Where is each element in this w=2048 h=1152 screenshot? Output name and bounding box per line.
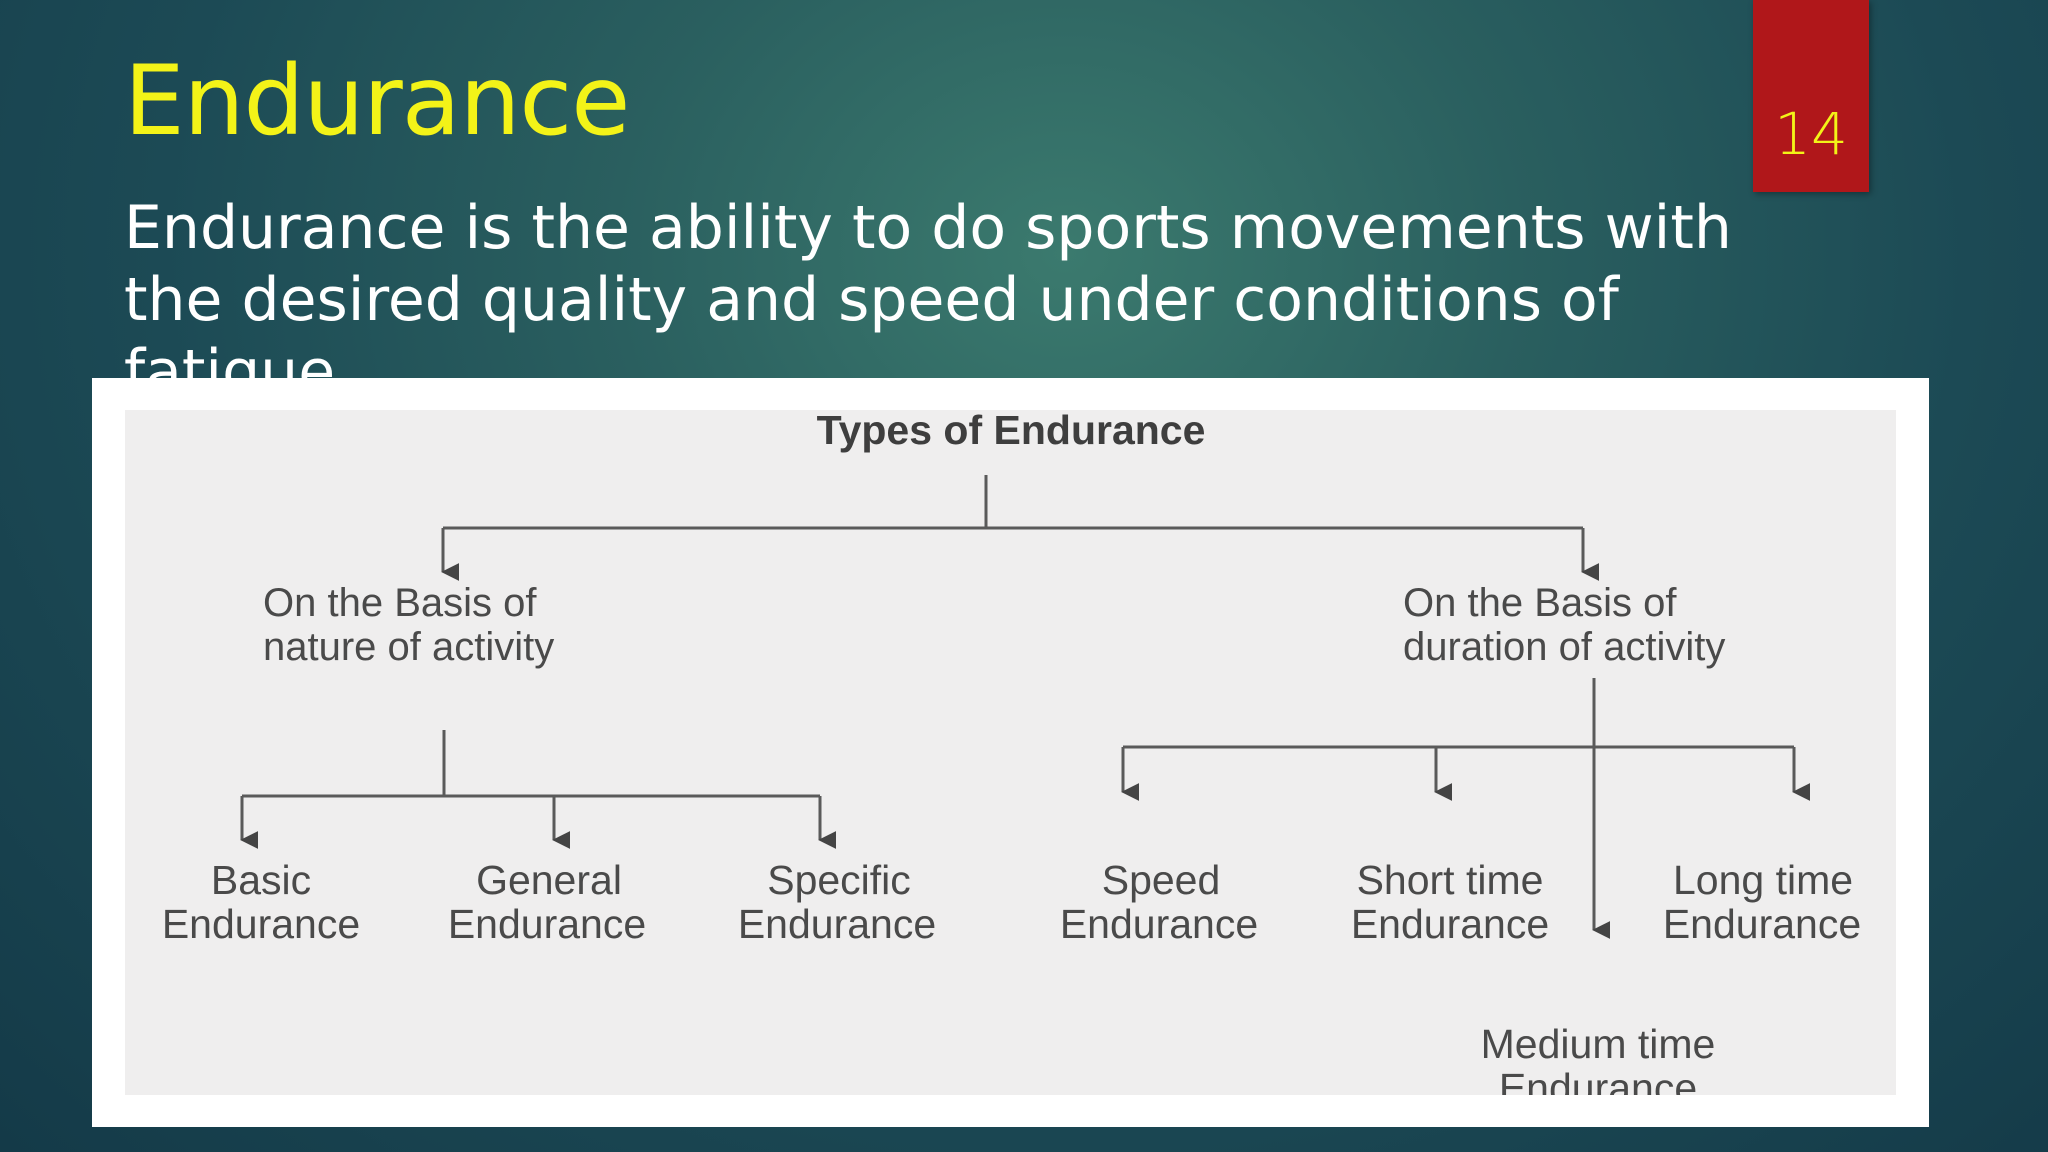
page-number: 14 <box>1774 100 1848 168</box>
page-number-badge: 14 <box>1753 0 1869 192</box>
branch-nature-line2: nature of activity <box>263 625 554 669</box>
leaf-speed-line1: Speed <box>1102 857 1221 903</box>
leaf-short-time-line1: Short time <box>1357 857 1544 903</box>
slide-description: Endurance is the ability to do sports mo… <box>124 193 1732 407</box>
leaf-long-time-line1: Long time <box>1673 857 1853 903</box>
slide-title: Endurance <box>124 45 630 157</box>
branch-duration-line1: On the Basis of <box>1403 581 1677 625</box>
branch-nature-line1: On the Basis of <box>263 581 537 625</box>
diagram-frame: Types of Endurance On the Basis of natur… <box>92 378 1929 1127</box>
connector-lines <box>240 475 1811 939</box>
leaf-speed-line2: Endurance <box>1060 901 1258 947</box>
leaf-general-line1: General <box>476 857 622 903</box>
leaf-long-time-line2: Endurance <box>1663 901 1861 947</box>
leaf-general-line2: Endurance <box>448 901 646 947</box>
leaf-basic-line2: Endurance <box>162 901 360 947</box>
endurance-tree-diagram: Types of Endurance On the Basis of natur… <box>162 410 1861 1095</box>
diagram-panel: Types of Endurance On the Basis of natur… <box>125 410 1896 1095</box>
branch-duration-line2: duration of activity <box>1403 625 1725 669</box>
root-node: Types of Endurance <box>817 410 1206 453</box>
leaf-short-time-line2: Endurance <box>1351 901 1549 947</box>
leaf-medium-time-line1: Medium time <box>1481 1021 1716 1067</box>
leaf-specific-line2: Endurance <box>738 901 936 947</box>
leaf-specific-line1: Specific <box>767 857 911 903</box>
leaf-basic-line1: Basic <box>211 857 311 903</box>
leaf-medium-time-line2: Endurance <box>1499 1065 1697 1095</box>
